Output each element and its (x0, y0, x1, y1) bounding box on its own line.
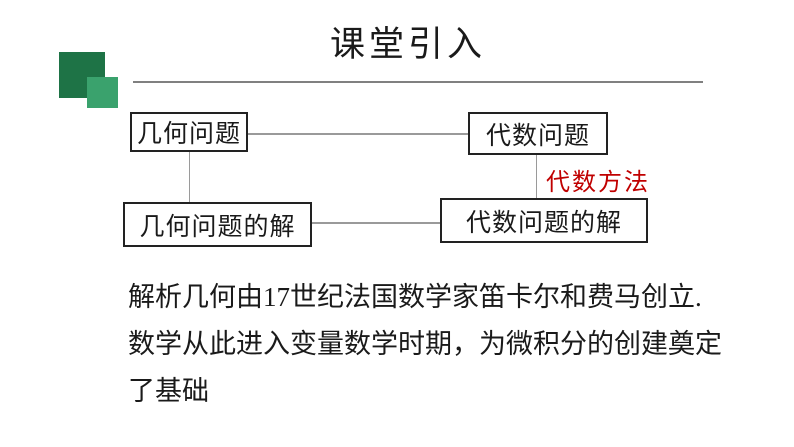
flowchart-box-algebra-solution: 代数问题的解 (440, 198, 648, 243)
connector-geometry-to-algebra (248, 133, 468, 135)
flowchart-box-geometry-solution-label: 几何问题的解 (139, 213, 296, 241)
title-divider (133, 81, 703, 83)
flowchart-box-geometry-problem-label: 几何问题 (136, 121, 241, 148)
connector-algebra-to-solution (536, 155, 537, 198)
body-line-2: 数学从此进入变量数学时期，为微积分的创建奠定 (128, 329, 722, 359)
slide-title: 课堂引入 (330, 25, 487, 64)
flowchart-box-algebra-solution-label: 代数问题的解 (465, 209, 622, 237)
flowchart-box-algebra-problem-label: 代数问题 (485, 122, 590, 150)
flowchart-box-algebra-problem: 代数问题 (468, 112, 608, 155)
body-line-1: 解析几何由17世纪法国数学家笛卡尔和费马创立. (128, 282, 702, 312)
flowchart-box-geometry-solution: 几何问题的解 (123, 202, 312, 247)
decor-square-light (87, 77, 118, 108)
flowchart-box-geometry-problem: 几何问题 (130, 112, 248, 152)
connector-solutions (312, 222, 440, 224)
flowchart-edge-label-algebraic-method: 代数方法 (546, 170, 650, 196)
body-paragraph: 解析几何由17世纪法国数学家笛卡尔和费马创立. 数学从此进入变量数学时期，为微积… (128, 274, 722, 415)
body-line-3: 了基础 (128, 376, 209, 406)
connector-geometry-to-solution (189, 152, 190, 202)
